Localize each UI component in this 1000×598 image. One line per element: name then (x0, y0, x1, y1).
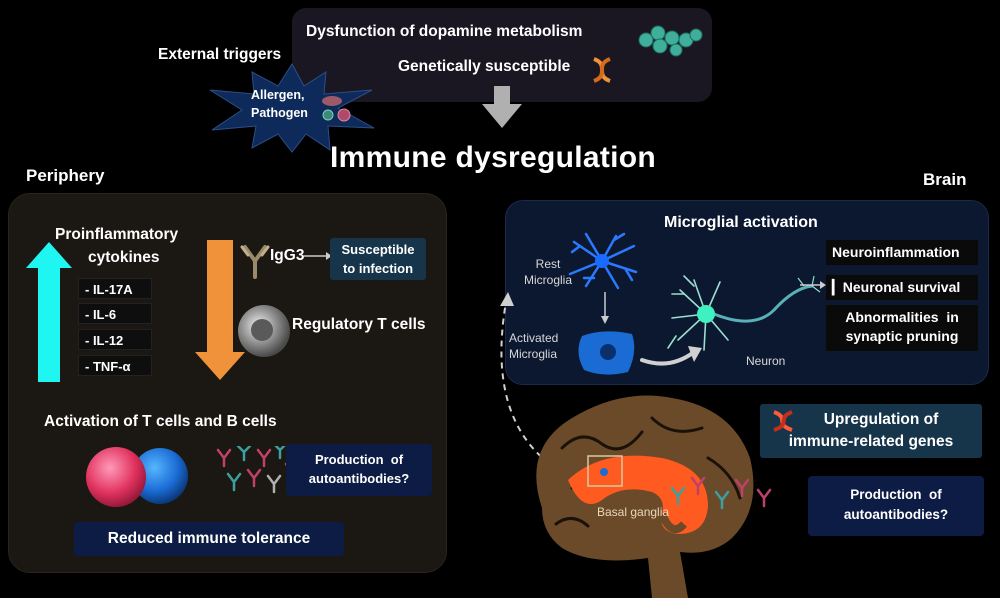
cytokines-label: cytokines (88, 249, 160, 266)
pathogen-label: Pathogen (251, 106, 308, 120)
arrow-to-infection-icon (304, 252, 332, 260)
brain-antibodies-icon (670, 476, 772, 510)
brain-autoantibodies-box: Production of autoantibodies? (808, 476, 984, 536)
activated-microglia-label: Activated Microglia (509, 330, 558, 362)
cytokine-il6: - IL-6 (78, 303, 152, 324)
cytokine-tnf-alpha: - TNF-α (78, 355, 152, 376)
brain-heading: Brain (923, 170, 967, 189)
periphery-heading: Periphery (26, 166, 105, 185)
brain-illustration (536, 395, 754, 598)
activated-line2: Microglia (509, 347, 558, 361)
abnormal-line2: synaptic pruning (845, 328, 959, 344)
rest-line2: Microglia (524, 273, 573, 287)
brain-autoab-line2: autoantibodies? (843, 507, 949, 522)
periphery-autoab-line2: autoantibodies? (308, 471, 410, 486)
neuroinflammation-box: Neuroinflammation (826, 240, 978, 265)
activated-line1: Activated (509, 331, 559, 345)
basal-ganglia-label: Basal ganglia (597, 505, 670, 519)
activated-microglia-icon (578, 331, 635, 375)
reduced-tolerance-label: Reduced immune tolerance (107, 530, 311, 547)
starburst-shape (209, 63, 375, 153)
curved-arrow-icon (640, 346, 702, 366)
neuron-icon (667, 275, 821, 351)
neuroinflammation-label: Neuroinflammation (832, 244, 960, 260)
cyan-up-arrow-icon (26, 242, 72, 382)
decrease-marker-icon: ▎ (832, 279, 843, 295)
arrow-to-effects-icon (800, 281, 826, 289)
regulatory-t-cells-label: Regulatory T cells (292, 316, 426, 333)
periphery-autoab-line1: Production of (314, 452, 404, 467)
activation-label: Activation of T cells and B cells (44, 413, 277, 430)
abnormal-line1: Abnormalities in (845, 309, 959, 325)
proinflammatory-label: Proinflammatory (55, 226, 179, 243)
igg3-antibody-icon (240, 245, 270, 279)
upregulation-line1: Upregulation of (823, 411, 939, 428)
rest-microglia-icon (568, 232, 638, 290)
pathogen-icon (322, 96, 351, 122)
regulatory-t-cell-icon (238, 305, 290, 357)
dna-icon (593, 57, 611, 83)
allergen-label: Allergen, (251, 88, 305, 102)
susceptible-line2: to infection (342, 261, 414, 276)
main-title: Immune dysregulation (330, 141, 657, 174)
rest-to-activated-arrow-icon (601, 292, 609, 324)
neuronal-survival-label: Neuronal survival (842, 279, 961, 295)
reduced-tolerance-box: Reduced immune tolerance (74, 522, 344, 556)
synaptic-pruning-box: Abnormalities in synaptic pruning (826, 305, 978, 351)
susceptible-line1: Susceptible (341, 242, 415, 257)
dna-gene-icon (773, 410, 793, 432)
neuron-label: Neuron (746, 354, 786, 368)
susceptible-infection-box: Susceptible to infection (330, 238, 426, 280)
dopamine-dysfunction-label: Dysfunction of dopamine metabolism (306, 23, 583, 40)
rest-line1: Rest (535, 257, 561, 271)
neuronal-survival-box: ▎Neuronal survival (826, 275, 978, 300)
cytokine-il12: - IL-12 (78, 329, 152, 350)
igg3-label: IgG3 (270, 247, 305, 264)
brain-autoab-line1: Production of (850, 487, 942, 502)
t-and-b-cells-icon (86, 447, 188, 507)
external-triggers-label: External triggers (158, 46, 282, 63)
down-arrow-icon (482, 86, 522, 128)
dopamine-molecules-icon (638, 25, 703, 57)
upregulation-line2: immune-related genes (788, 433, 954, 450)
genetic-susceptibility-label: Genetically susceptible (398, 58, 571, 75)
periphery-autoantibodies-box: Production of autoantibodies? (286, 444, 432, 496)
rest-microglia-label: Rest Microglia (524, 256, 572, 288)
orange-down-arrow-icon (195, 240, 245, 380)
microglial-activation-label: Microglial activation (664, 214, 818, 231)
upregulation-box: Upregulation of immune-related genes (760, 404, 982, 458)
cytokine-il17a: - IL-17A (78, 278, 152, 299)
